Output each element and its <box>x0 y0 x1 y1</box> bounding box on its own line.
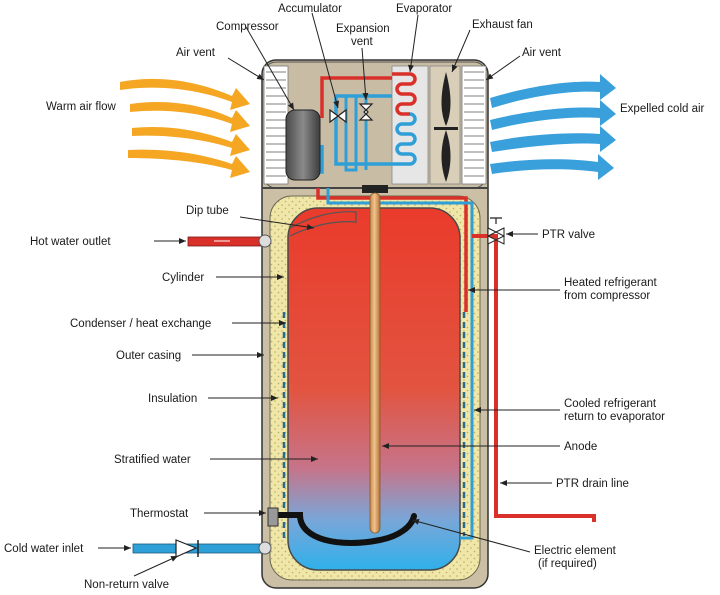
label-insulation: Insulation <box>148 393 197 405</box>
labels: Accumulator Compressor Expansion vent Ev… <box>4 3 705 591</box>
label-dip-tube: Dip tube <box>186 205 229 217</box>
label-stratified-water: Stratified water <box>114 454 191 466</box>
anode <box>369 192 381 534</box>
heated-refrigerant-line <box>316 188 468 312</box>
label-heated-refrigerant-line1: Heated refrigerant <box>564 277 657 289</box>
label-air-vent-left: Air vent <box>176 47 216 59</box>
non-return-valve-icon <box>175 539 199 558</box>
thermostat <box>267 507 279 527</box>
label-outer-casing: Outer casing <box>116 350 181 362</box>
label-expansion-vent-line2: vent <box>351 36 374 48</box>
label-condenser: Condenser / heat exchange <box>70 318 211 330</box>
label-exhaust-fan: Exhaust fan <box>472 19 533 31</box>
label-warm-air-flow: Warm air flow <box>46 101 117 113</box>
electric-element <box>273 512 417 546</box>
label-cooled-refrigerant-line2: return to evaporator <box>564 411 665 423</box>
label-cylinder: Cylinder <box>162 272 204 284</box>
label-air-vent-right: Air vent <box>522 47 562 59</box>
label-compressor: Compressor <box>216 21 279 33</box>
accumulator-valve-icon <box>329 108 347 124</box>
compressor <box>285 109 321 181</box>
hot-water-outlet-fitting <box>258 234 272 248</box>
label-expelled-cold-air: Expelled cold air <box>620 103 705 115</box>
label-heated-refrigerant-line2: from compressor <box>564 290 650 302</box>
evaporator-coil-cold <box>395 112 417 166</box>
label-electric-element-line2: (if required) <box>538 558 597 570</box>
label-non-return-valve: Non-return valve <box>84 579 169 591</box>
cooled-refrigerant-line <box>326 188 474 540</box>
leader-lines <box>98 12 560 577</box>
label-thermostat: Thermostat <box>130 508 189 520</box>
cold-water-inlet-fitting <box>258 541 272 555</box>
label-accumulator: Accumulator <box>278 3 342 15</box>
label-evaporator: Evaporator <box>396 3 452 15</box>
left-air-vent <box>263 65 289 185</box>
label-electric-element-line1: Electric element <box>534 545 617 557</box>
label-ptr-drain-line: PTR drain line <box>556 478 629 490</box>
label-expansion-vent-line1: Expansion <box>336 23 390 35</box>
label-cold-water-inlet: Cold water inlet <box>4 543 84 555</box>
cold-air-arrow-icon <box>490 74 616 180</box>
right-air-vent <box>461 65 487 185</box>
ptr-valve-icon <box>486 217 506 245</box>
expansion-valve-icon <box>358 103 374 121</box>
label-hot-water-outlet: Hot water outlet <box>30 236 111 248</box>
compressor-discharge-pipe <box>320 76 392 118</box>
evaporator-coil-hot <box>392 72 417 116</box>
warm-air-arrow-icon <box>120 78 250 178</box>
label-anode: Anode <box>564 441 597 453</box>
label-ptr-valve: PTR valve <box>542 229 595 241</box>
anode-cap <box>362 185 388 193</box>
label-cooled-refrigerant-line1: Cooled refrigerant <box>564 398 657 410</box>
fan-blade-icon <box>434 72 458 182</box>
